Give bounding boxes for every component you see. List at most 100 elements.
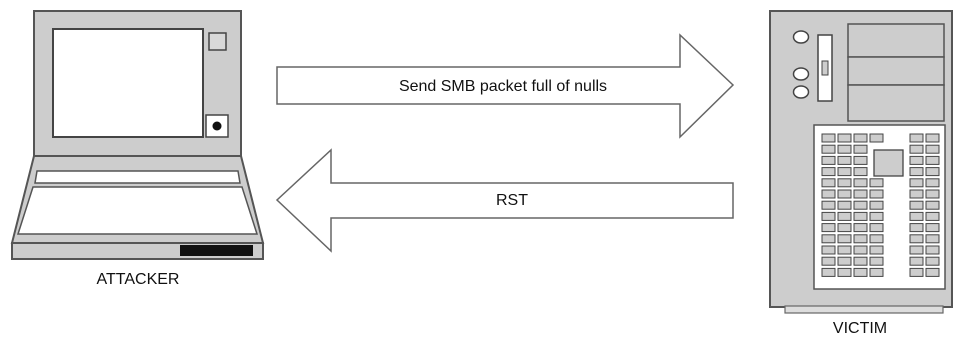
server-foot xyxy=(784,305,944,314)
vent-cell xyxy=(821,155,836,165)
vent-cell xyxy=(821,133,836,143)
vent-cell xyxy=(909,178,924,188)
victim-server xyxy=(769,10,953,314)
vent-cell xyxy=(821,245,836,255)
vent-cell xyxy=(869,133,884,143)
vent-cell xyxy=(909,133,924,143)
vent-cell xyxy=(837,167,852,177)
vent-cell xyxy=(869,256,884,266)
vent-cell xyxy=(869,234,884,244)
send-arrow-label: Send SMB packet full of nulls xyxy=(399,78,607,95)
vent-cell xyxy=(837,133,852,143)
vent-cell xyxy=(853,267,868,277)
laptop-indicator-square xyxy=(208,32,227,51)
server-drive-bay xyxy=(847,56,945,86)
vent-cell xyxy=(821,223,836,233)
vent-cell xyxy=(925,211,940,221)
send-arrow-shape xyxy=(276,33,735,139)
vent-cell xyxy=(853,234,868,244)
victim-label: VICTIM xyxy=(833,320,887,337)
vent-cell xyxy=(837,223,852,233)
vent-cell xyxy=(853,189,868,199)
vent-cell xyxy=(925,234,940,244)
vent-cell xyxy=(853,133,868,143)
rst-arrow-shape xyxy=(275,148,734,253)
vent-cell xyxy=(853,155,868,165)
vent-cell xyxy=(909,189,924,199)
attacker-label: ATTACKER xyxy=(97,271,180,288)
rst-arrow: RST xyxy=(275,148,734,253)
vent-cell xyxy=(869,200,884,210)
vent-cell xyxy=(909,167,924,177)
server-drive-bay xyxy=(847,23,945,58)
vent-cell xyxy=(925,178,940,188)
vent-cell xyxy=(909,223,924,233)
vent-cell xyxy=(821,234,836,244)
vent-cell xyxy=(853,200,868,210)
server-led-icon xyxy=(792,30,810,44)
vent-cell xyxy=(853,256,868,266)
vent-cell xyxy=(909,245,924,255)
vent-cell xyxy=(837,178,852,188)
vent-cell xyxy=(925,144,940,154)
vent-cell xyxy=(837,189,852,199)
laptop-touchpad-area xyxy=(16,186,259,235)
vent-cell xyxy=(925,245,940,255)
vent-cell xyxy=(925,155,940,165)
rst-arrow-label: RST xyxy=(496,192,528,209)
vent-cell xyxy=(837,200,852,210)
vent-cell xyxy=(837,267,852,277)
vent-cell xyxy=(925,256,940,266)
vent-cell xyxy=(925,223,940,233)
vent-cell xyxy=(909,234,924,244)
vent-cell xyxy=(853,144,868,154)
server-drive-bay xyxy=(847,84,945,122)
vent-cell xyxy=(925,200,940,210)
laptop-drive-slot xyxy=(180,245,253,256)
vent-cell xyxy=(853,223,868,233)
vent-cell xyxy=(821,267,836,277)
vent-cell xyxy=(853,167,868,177)
vent-cell xyxy=(821,256,836,266)
server-vent-grid xyxy=(821,133,940,277)
vent-cell xyxy=(869,178,884,188)
vent-cell xyxy=(909,200,924,210)
vent-cell xyxy=(869,223,884,233)
vent-cell xyxy=(837,144,852,154)
vent-cell xyxy=(821,200,836,210)
vent-cell xyxy=(837,211,852,221)
vent-cell xyxy=(821,189,836,199)
vent-cell xyxy=(821,167,836,177)
server-led-icon xyxy=(792,67,810,81)
power-button-dot xyxy=(212,121,222,131)
vent-cell xyxy=(925,167,940,177)
vent-cell xyxy=(925,133,940,143)
vent-cell xyxy=(869,189,884,199)
server-disk-slot-notch xyxy=(821,60,829,76)
vent-cell xyxy=(853,211,868,221)
vent-cell xyxy=(869,267,884,277)
vent-cell xyxy=(869,245,884,255)
vent-cell xyxy=(909,256,924,266)
vent-cell xyxy=(853,178,868,188)
vent-cell xyxy=(821,211,836,221)
vent-cell xyxy=(925,267,940,277)
send-arrow: Send SMB packet full of nulls xyxy=(276,33,735,139)
vent-cell xyxy=(925,189,940,199)
vent-cell xyxy=(821,178,836,188)
vent-cell xyxy=(837,256,852,266)
vent-cell xyxy=(909,144,924,154)
vent-cell xyxy=(821,144,836,154)
laptop-keyboard-strip xyxy=(34,170,241,184)
vent-cell xyxy=(837,234,852,244)
attacker-laptop xyxy=(10,10,265,260)
vent-cell xyxy=(837,155,852,165)
vent-cell xyxy=(853,245,868,255)
vent-cell xyxy=(909,155,924,165)
laptop-screen xyxy=(52,28,204,138)
server-led-icon xyxy=(792,85,810,99)
server-center-block xyxy=(873,149,904,177)
vent-cell xyxy=(909,267,924,277)
vent-cell xyxy=(909,211,924,221)
